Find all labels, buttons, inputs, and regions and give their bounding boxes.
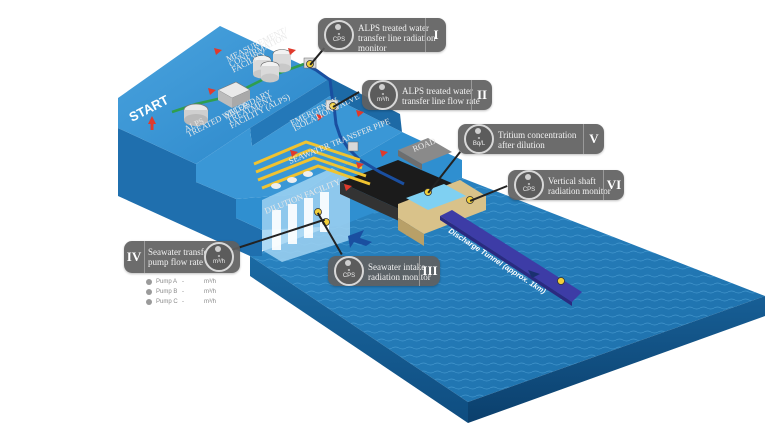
discharge-tunnel [440,210,582,306]
intake-arrow [348,230,372,248]
flow-arrow [208,88,216,95]
monitor-id: I [425,18,446,52]
road-block [398,138,452,164]
land-front-face [118,98,262,256]
pump-row: Pump B - m³/h [146,287,224,297]
gauge-icon: -CPS [334,256,364,286]
pump-name: Pump B [156,289,178,295]
gauge-icon: -m³/h [204,242,234,272]
bullet-icon [146,289,152,295]
gauge-icon: -m³/h [368,80,398,110]
pump-unit: m³/h [204,299,216,305]
flow-arrows [148,48,540,278]
gauge-icon: -CPS [514,170,544,200]
monitor-id: IV [124,241,145,273]
flow-arrow [356,162,364,169]
flow-arrow [214,48,222,55]
flow-arrow [290,150,298,157]
flow-arrow [316,114,324,121]
monitor-id: V [583,124,604,154]
monitor-marker-tunnel [557,277,565,285]
pump-value: - [182,299,184,305]
intake-pit [262,168,350,262]
alps-equipment [171,49,305,126]
pump-value: - [182,289,184,295]
start-arrow [148,116,156,130]
flow-arrow [288,48,296,55]
flow-arrow [344,184,352,191]
monitor-id: II [471,80,492,110]
bullet-icon [146,279,152,285]
gauge-icon: -Bq/L [464,124,494,154]
sea-side-left [250,256,468,423]
seawater-pipes [253,140,371,190]
gauge-icon: -CPS [324,20,354,50]
pump-value: - [182,279,184,285]
pump-name: Pump A [156,279,178,285]
pump-readings: Pump A - m³/h Pump B - m³/h Pump C - m³/… [146,277,224,307]
flow-arrow [356,110,364,117]
tunnel-arrow [528,270,540,278]
monitor-id: III [419,256,440,286]
land-middle-terrace [196,96,402,199]
pump-unit: m³/h [204,289,216,295]
monitor-id: VI [603,170,624,200]
sea-ripples [250,178,765,402]
sea-block [250,178,765,423]
sea-side-right [468,296,765,423]
pump-name: Pump C [156,299,178,305]
pump-unit: m³/h [204,279,216,285]
dilution-structure [340,138,486,246]
pump-row: Pump A - m³/h [146,277,224,287]
flow-arrow [380,150,388,157]
pump-row: Pump C - m³/h [146,297,224,307]
bullet-icon [146,299,152,305]
land-step-face [250,78,330,146]
